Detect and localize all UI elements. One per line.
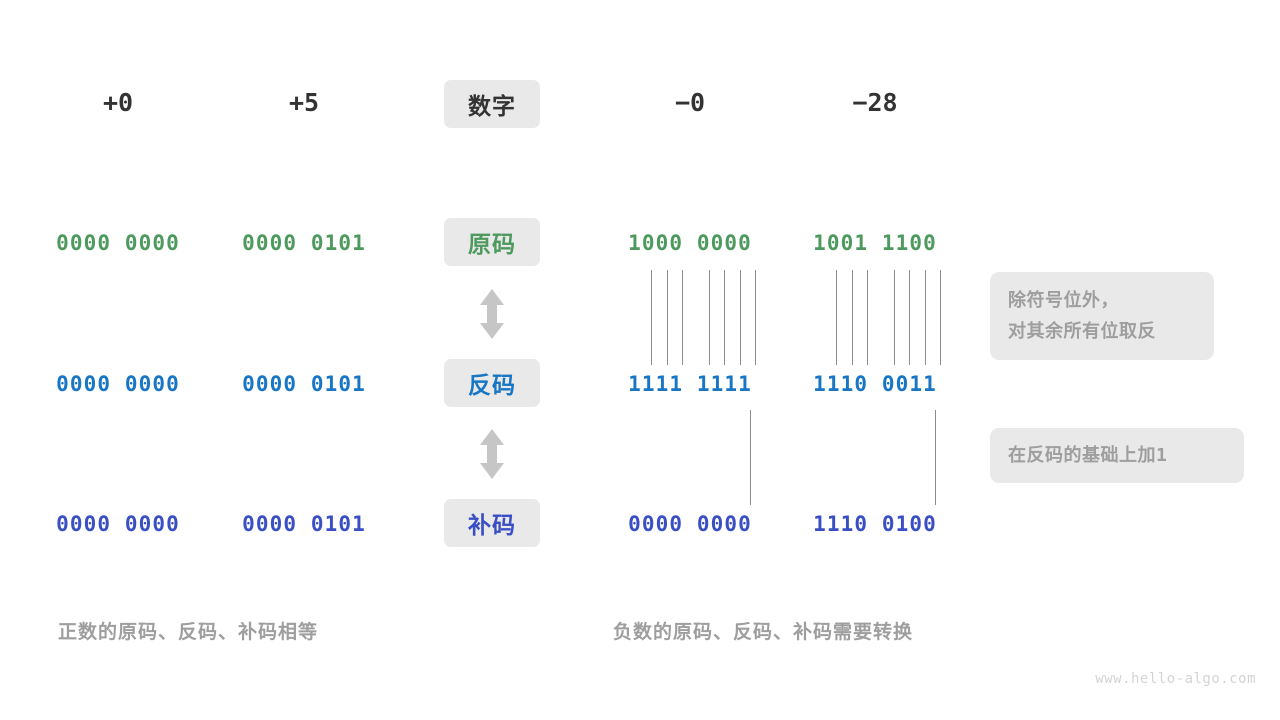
cell-ones-complement-pos-zero: 0000 0000 [56, 372, 180, 396]
connector-line [682, 270, 683, 365]
connector-line [651, 270, 652, 365]
cell-sign-magnitude-pos-zero: 0000 0000 [56, 231, 180, 255]
connector-line [709, 270, 710, 365]
cell-ones-complement-pos-five: 0000 0101 [242, 372, 366, 396]
cell-sign-magnitude-pos-five: 0000 0101 [242, 231, 366, 255]
column-header-neg-28: −28 [852, 88, 898, 117]
cell-twos-complement-pos-five: 0000 0101 [242, 512, 366, 536]
cell-ones-complement-neg-zero: 1111 1111 [628, 372, 752, 396]
connector-line [940, 270, 941, 365]
cell-twos-complement-neg-28: 1110 0100 [813, 512, 937, 536]
row-label-sign-magnitude: 原码 [444, 218, 540, 266]
caption-positive: 正数的原码、反码、补码相等 [58, 622, 319, 643]
cell-sign-magnitude-neg-zero: 1000 0000 [628, 231, 752, 255]
connector-line [894, 270, 895, 365]
cell-twos-complement-neg-zero: 0000 0000 [628, 512, 752, 536]
connector-line [740, 270, 741, 365]
note-invert-line-2: 对其余所有位取反 [1008, 321, 1156, 341]
note-add-one-value: 1 [1156, 445, 1168, 466]
connector-line [836, 270, 837, 365]
up-down-arrow-icon [477, 428, 507, 480]
cell-twos-complement-pos-zero: 0000 0000 [56, 512, 180, 536]
column-header-pos-five: +5 [288, 88, 320, 117]
watermark: www.hello-algo.com [1095, 671, 1256, 687]
cell-ones-complement-neg-28: 1110 0011 [813, 372, 937, 396]
connector-line [935, 410, 936, 505]
connector-line [667, 270, 668, 365]
cell-sign-magnitude-neg-28: 1001 1100 [813, 231, 937, 255]
connector-line [925, 270, 926, 365]
connector-line [724, 270, 725, 365]
row-label-twos-complement: 补码 [444, 499, 540, 547]
connector-line [750, 410, 751, 505]
note-add-one: 在反码的基础上加1 [990, 428, 1244, 483]
note-add-one-text: 在反码的基础上加 [1008, 445, 1156, 465]
note-invert-line-1: 除符号位外， [1008, 290, 1119, 310]
row-label-ones-complement: 反码 [444, 359, 540, 407]
caption-negative: 负数的原码、反码、补码需要转换 [613, 622, 914, 643]
connector-line [852, 270, 853, 365]
note-invert-bits: 除符号位外， 对其余所有位取反 [990, 272, 1214, 360]
connector-line [755, 270, 756, 365]
connector-line [909, 270, 910, 365]
column-header-title-pill: 数字 [444, 80, 540, 128]
column-header-neg-zero: −0 [674, 88, 706, 117]
up-down-arrow-icon [477, 288, 507, 340]
connector-line [867, 270, 868, 365]
column-header-pos-zero: +0 [102, 88, 134, 117]
